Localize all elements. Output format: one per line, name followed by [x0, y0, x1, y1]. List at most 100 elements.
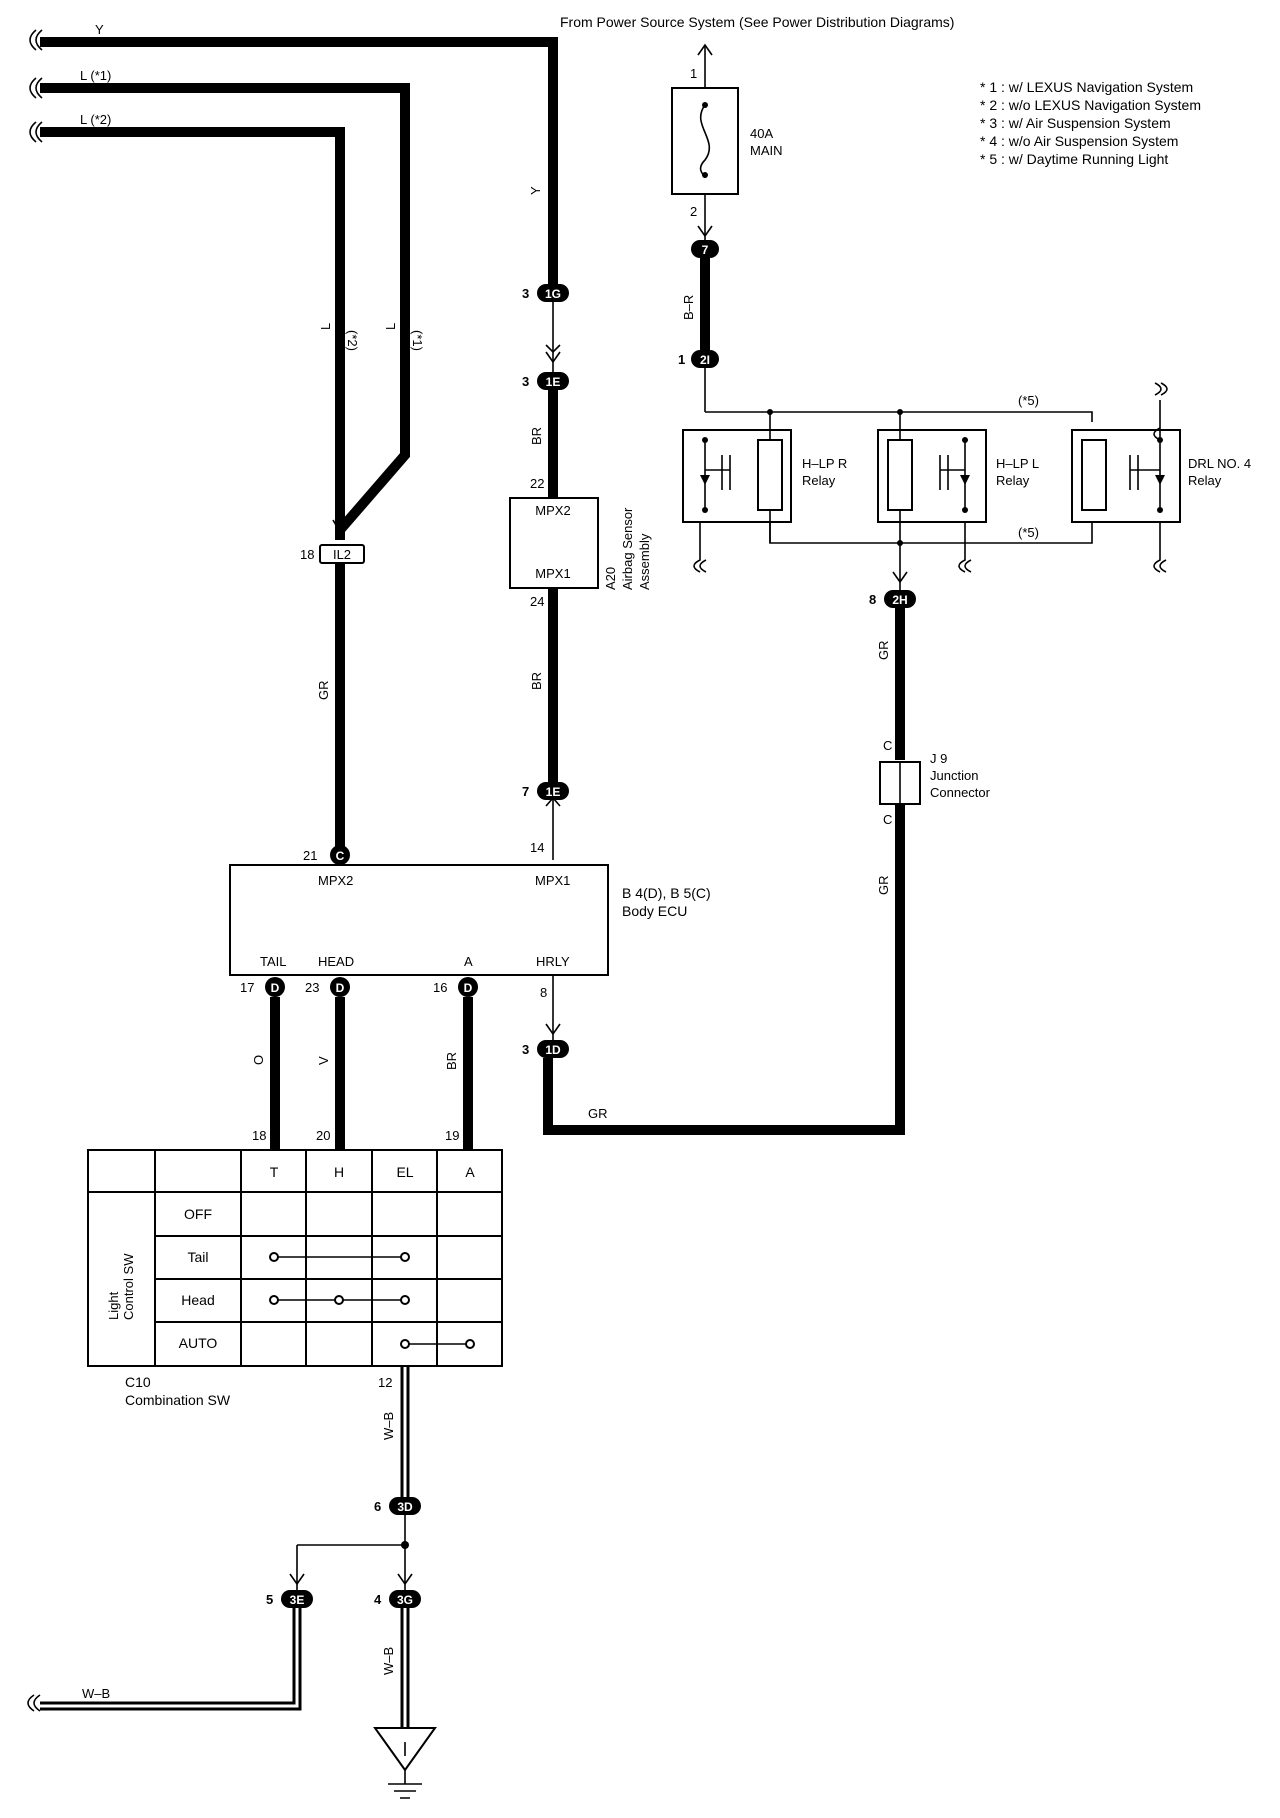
conn-3d: 3D 6: [374, 1497, 421, 1515]
svg-text:16: 16: [433, 980, 447, 995]
svg-text:1E: 1E: [546, 375, 561, 389]
wire-br-top-label: BR: [529, 427, 544, 445]
relay-drl-no4: [1071, 382, 1181, 573]
relay3-line2: Relay: [1188, 473, 1222, 488]
ecu-mpx2: MPX2: [318, 873, 353, 888]
svg-text:3: 3: [522, 1042, 529, 1057]
svg-text:3E: 3E: [290, 1593, 305, 1607]
svg-text:17: 17: [240, 980, 254, 995]
svg-text:21: 21: [303, 848, 317, 863]
relay3-line1: DRL NO. 4: [1188, 456, 1251, 471]
wire-wb-left: [40, 1608, 302, 1711]
combo-name: Combination SW: [125, 1392, 231, 1408]
wire-y-label: Y: [95, 22, 104, 37]
airbag-mpx1: MPX1: [535, 566, 570, 581]
ecu-a: A: [464, 954, 473, 969]
j9-name2: Connector: [930, 785, 991, 800]
j9-top-pin: C: [883, 738, 892, 753]
conn-3g: 3G 4: [374, 1590, 421, 1608]
il2-arrow: [332, 519, 348, 534]
svg-text:8: 8: [869, 592, 876, 607]
svg-text:D: D: [271, 981, 280, 995]
combo-pin-t: 18: [252, 1128, 266, 1143]
wire-gr-j9-bot-label: GR: [876, 876, 891, 896]
wire-3d-3e: [296, 1544, 405, 1590]
conn-d16: D 16: [433, 977, 478, 997]
col-t: T: [270, 1164, 279, 1180]
wire-gr-j9-top-label: GR: [876, 641, 891, 661]
wire-gr-left-label: GR: [316, 681, 331, 701]
svg-text:D: D: [464, 981, 473, 995]
wire-wb-ground: [400, 1608, 410, 1728]
wire-breaks-left: [29, 29, 43, 143]
relay2-line2: Relay: [996, 473, 1030, 488]
airbag-name1: Airbag Sensor: [620, 507, 635, 590]
ecu-hrly: HRLY: [536, 954, 570, 969]
conn-2i: 2I 1: [678, 350, 719, 368]
svg-text:7: 7: [522, 784, 529, 799]
wire-wb-down-label: W–B: [381, 1412, 396, 1440]
airbag-code: A20: [603, 567, 618, 590]
svg-text:1E: 1E: [546, 785, 561, 799]
fuse-pin-1: 1: [690, 66, 697, 81]
wire-l2: [40, 127, 345, 540]
airbag-pin-24: 24: [530, 594, 544, 609]
side-label-2: Control SW: [121, 1253, 136, 1320]
side-label-1: Light: [106, 1291, 121, 1320]
wire-gr-bottom: [543, 804, 905, 1135]
wire-l2-label: L (*2): [80, 112, 111, 127]
fuse-name: MAIN: [750, 143, 783, 158]
airbag-name2: Assembly: [637, 533, 652, 590]
relay-hlp-l: [877, 409, 987, 573]
svg-text:2I: 2I: [700, 353, 710, 367]
note-3: * 3 : w/ Air Suspension System: [980, 115, 1171, 131]
combo-pin-12: 12: [378, 1375, 392, 1390]
body-ecu: [229, 864, 609, 976]
note-2: * 2 : w/o LEXUS Navigation System: [980, 97, 1201, 113]
wire-y: [40, 37, 558, 292]
j9-bot-pin: C: [883, 812, 892, 827]
conn-3e: 3E 5: [266, 1590, 313, 1608]
conn-1g: 1G 3: [522, 284, 569, 302]
combo-pin-a: 19: [445, 1128, 459, 1143]
svg-text:1G: 1G: [545, 287, 561, 301]
wire-gr-bottom-label: GR: [588, 1106, 608, 1121]
row-off: OFF: [184, 1206, 212, 1222]
conn-c: C 21: [303, 845, 350, 865]
notes-legend: * 1 : w/ LEXUS Navigation System * 2 : w…: [980, 79, 1201, 167]
arrow-1g: [545, 344, 561, 364]
il2-id: IL2: [333, 547, 351, 562]
wire-o-label: O: [251, 1055, 266, 1065]
relay-star5-top: (*5): [1018, 393, 1039, 408]
col-el: EL: [396, 1164, 413, 1180]
j9-name1: Junction: [930, 768, 978, 783]
wire-wb-down: [400, 1366, 410, 1497]
svg-text:C: C: [336, 849, 345, 863]
svg-text:4: 4: [374, 1592, 382, 1607]
svg-text:3G: 3G: [397, 1593, 413, 1607]
wire-y-vlabel: Y: [528, 186, 543, 195]
wire-wb-left-label: W–B: [82, 1686, 110, 1701]
combo-pin-h: 20: [316, 1128, 330, 1143]
svg-text:5: 5: [266, 1592, 273, 1607]
airbag-sensor-box: [509, 497, 599, 589]
relay1-line2: Relay: [802, 473, 836, 488]
ecu-pin-8: 8: [540, 985, 547, 1000]
wire-l1-vlabel: L: [383, 323, 398, 330]
power-source-label: From Power Source System (See Power Dist…: [560, 14, 954, 30]
ecu-pin-14: 14: [530, 840, 544, 855]
ecu-name: Body ECU: [622, 903, 687, 919]
note-1: * 1 : w/ LEXUS Navigation System: [980, 79, 1193, 95]
relay-star5-bot: (*5): [1018, 525, 1039, 540]
conn-1e-top: 1E 3: [522, 372, 569, 390]
svg-text:3: 3: [522, 374, 529, 389]
note-4: * 4 : w/o Air Suspension System: [980, 133, 1178, 149]
conn-1d: 1D 3: [522, 1040, 569, 1058]
fuse-amp: 40A: [750, 126, 773, 141]
combination-switch-table: [87, 1149, 503, 1367]
svg-text:2H: 2H: [892, 593, 907, 607]
svg-text:D: D: [336, 981, 345, 995]
svg-text:1: 1: [678, 352, 685, 367]
svg-text:3: 3: [522, 286, 529, 301]
